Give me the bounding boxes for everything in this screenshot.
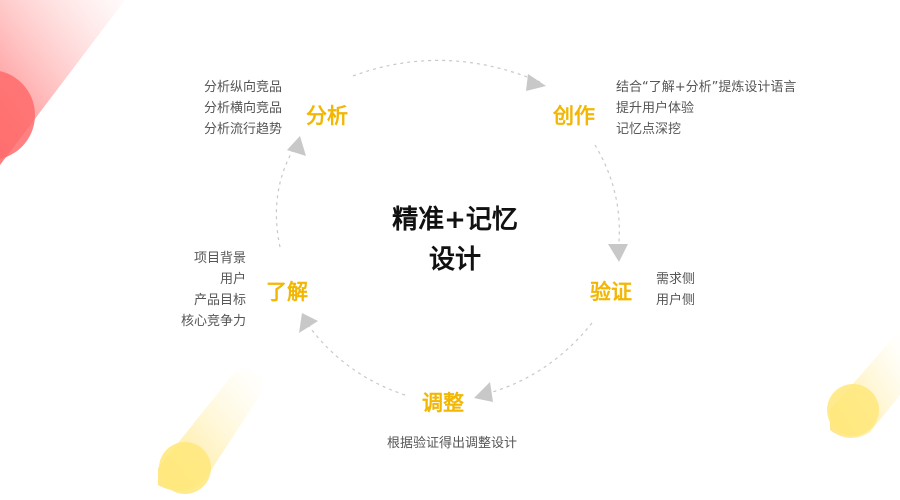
note-item: 产品目标 [193,293,246,308]
arrow-head-icon [287,136,306,156]
node-create-label: 创作 [553,104,595,128]
note-item: 分析横向竞品 [203,101,282,116]
notes-analyze: 分析纵向竞品 分析横向竞品 分析流行趋势 [170,77,282,140]
note-item: 核心竞争力 [180,314,246,329]
arc-understand-to-analyze [275,144,297,248]
note-item: 提升用户体验 [616,101,695,116]
arc-analyze-to-create [352,59,541,83]
arrow-head-icon [608,244,628,262]
notes-create: 结合“了解+分析”提炼设计语言 提升用户体验 记忆点深挖 [616,77,796,140]
red-circle-shape [0,71,35,159]
node-adjust-label: 调整 [422,391,464,415]
yellow-circle-right-shape [827,384,879,436]
arc-verify-to-adjust [481,322,593,396]
note-item: 记忆点深挖 [616,122,682,137]
node-understand-label: 了解 [266,280,308,304]
notes-adjust: 根据验证得出调整设计 [362,433,542,454]
arrow-heads [287,74,628,402]
center-title-line2: 设计 [428,245,481,275]
decoration-bottom-left [158,369,262,494]
arrow-head-icon [299,313,318,333]
note-item: 用户侧 [656,293,696,308]
arc-create-to-verify [594,144,620,253]
note-item: 结合“了解+分析”提炼设计语言 [616,80,797,95]
notes-understand: 项目背景 用户 产品目标 核心竞争力 [150,248,246,332]
yellow-circle-left-shape [159,442,211,494]
center-title: 精准+记忆 设计 [355,200,555,280]
arc-adjust-to-understand [307,324,406,396]
note-item: 根据验证得出调整设计 [386,436,517,451]
note-item: 项目背景 [193,251,246,266]
note-item: 需求侧 [656,272,696,287]
center-title-line1: 精准+记忆 [392,205,518,235]
notes-verify: 需求侧 用户侧 [656,269,695,311]
note-item: 分析流行趋势 [203,122,282,137]
note-item: 用户 [219,272,246,287]
arrow-head-icon [526,74,546,91]
decoration-top-left [0,0,125,165]
cycle-arcs [275,59,620,396]
node-verify-label: 验证 [590,280,632,304]
decoration-bottom-right [827,330,900,439]
node-analyze-label: 分析 [306,104,348,128]
arrow-head-icon [474,382,493,402]
note-item: 分析纵向竞品 [203,80,282,95]
